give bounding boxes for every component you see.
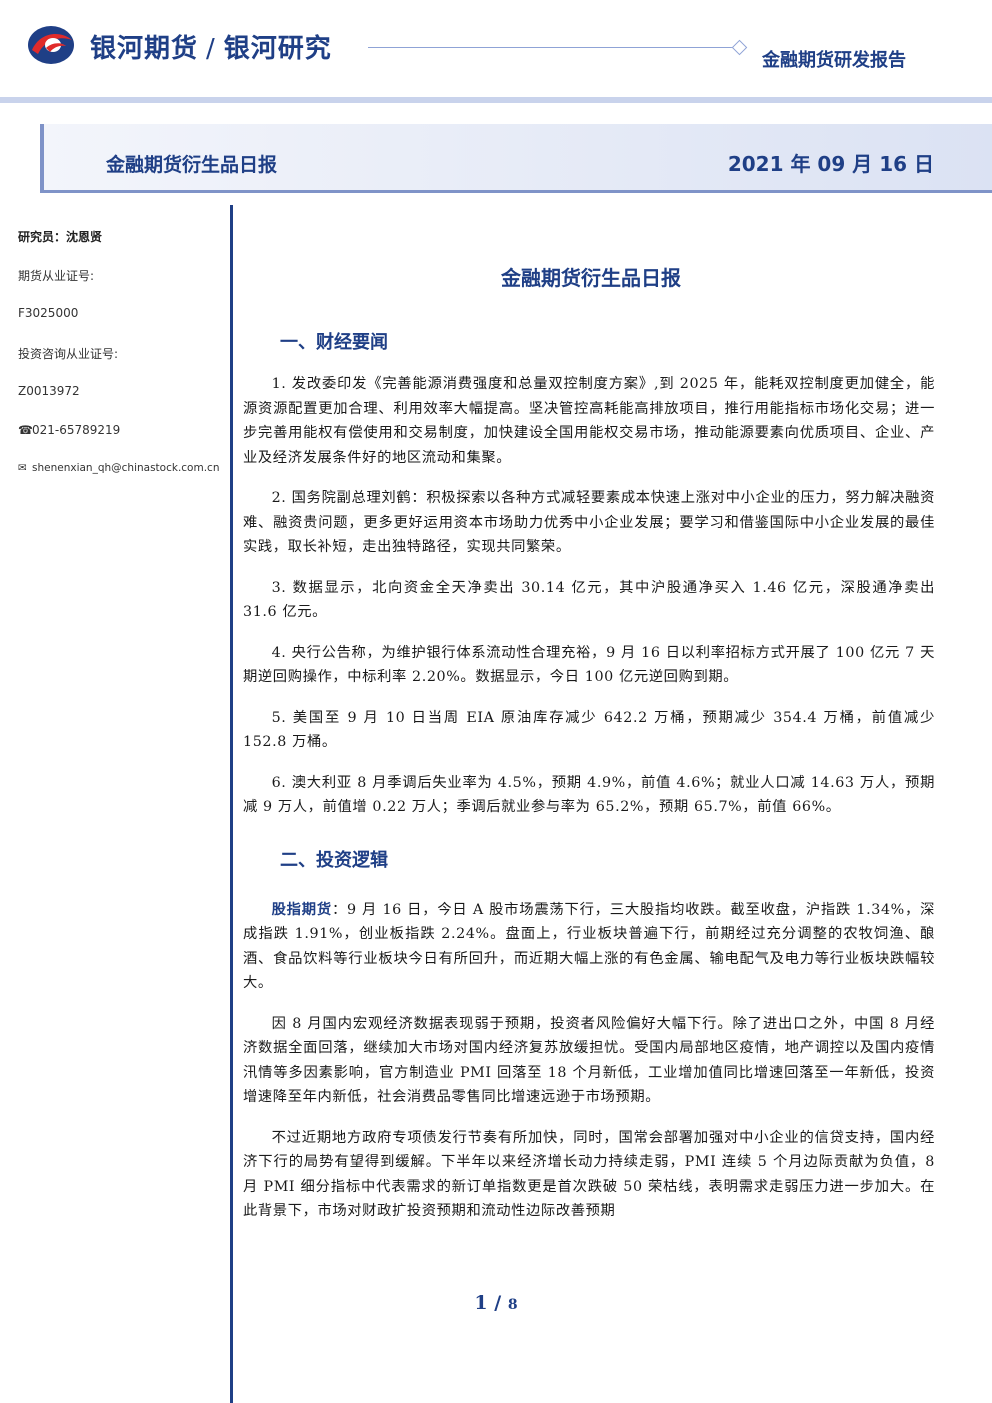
analyst-sidebar: 研究员：沈恩贤 期货从业证号: F3025000 投资咨询从业证号: Z0013…: [18, 228, 223, 501]
header-band: [0, 97, 992, 103]
report-body: 金融期货衍生品日报 一、财经要闻 1. 发改委印发《完善能源消费强度和总量双控制…: [243, 262, 935, 1224]
header-divider-line: [368, 47, 736, 48]
logic-paragraph: 股指期货：9 月 16 日，今日 A 股市场震荡下行，三大股指均收跌。截至收盘，…: [243, 898, 935, 996]
brand-right: 银河研究: [223, 34, 332, 64]
report-title: 金融期货衍生品日报: [106, 154, 278, 176]
brand-left: 银河期货: [90, 34, 199, 64]
page-header: 银河期货/银河研究 金融期货研发报告: [0, 0, 992, 100]
mail-icon: ✉: [18, 462, 27, 474]
news-item: 1. 发改委印发《完善能源消费强度和总量双控制度方案》,到 2025 年，能耗双…: [243, 376, 935, 466]
logic-paragraph: 因 8 月国内宏观经济数据表现弱于预期，投资者风险偏好大幅下行。除了进出口之外，…: [243, 1015, 935, 1106]
logic-text: ：9 月 16 日，今日 A 股市场震荡下行，三大股指均收跌。截至收盘，沪指跌 …: [243, 901, 936, 992]
news-item: 3. 数据显示，北向资金全天净卖出 30.14 亿元，其中沪股通净买入 1.46…: [243, 579, 935, 621]
researcher-name: 研究员：沈恩贤: [18, 230, 103, 244]
news-item: 5. 美国至 9 月 10 日当周 EIA 原油库存减少 642.2 万桶，预期…: [243, 709, 935, 751]
news-item: 4. 央行公告称，为维护银行体系流动性合理充裕，9 月 16 日以利率招标方式开…: [243, 644, 935, 686]
document-title: 金融期货衍生品日报: [501, 266, 681, 290]
section-heading-news: 一、财经要闻: [280, 332, 388, 353]
section-heading-logic: 二、投资逻辑: [280, 849, 388, 871]
consult-license-number: Z0013972: [18, 384, 80, 398]
phone-row: ☎021-65789219: [18, 423, 223, 462]
page-number: 1 / 8: [474, 1292, 518, 1314]
report-type: 金融期货研发报告: [762, 50, 906, 71]
brand-slash: /: [206, 34, 216, 64]
page-total: 8: [507, 1297, 518, 1313]
page-current: 1: [474, 1292, 488, 1314]
email-address[interactable]: shenenxian_qh@chinastock.com.cn: [32, 462, 220, 474]
license-label: 期货从业证号:: [18, 269, 95, 283]
diamond-icon: [731, 39, 748, 56]
logic-lead: 股指期货: [271, 901, 332, 918]
news-item: 2. 国务院副总理刘鹤：积极探索以各种方式减轻要素成本快速上涨对中小企业的压力，…: [243, 490, 935, 555]
news-item: 6. 澳大利亚 8 月季调后失业率为 4.5%，预期 4.9%，前值 4.6%；…: [243, 774, 935, 816]
brand-name: 银河期货/银河研究: [90, 28, 332, 65]
report-date: 2021 年 09 月 16 日: [727, 152, 934, 176]
logic-paragraph: 不过近期地方政府专项债发行节奏有所加快，同时，国常会部署加强对中小企业的信贷支持…: [243, 1129, 935, 1220]
license-number: F3025000: [18, 306, 79, 320]
galaxy-logo-icon: [28, 26, 74, 64]
title-bar: 金融期货衍生品日报 2021 年 09 月 16 日: [40, 124, 992, 190]
sidebar-divider: [230, 205, 233, 1403]
email-row[interactable]: ✉ shenenxian_qh@chinastock.com.cn: [18, 462, 223, 501]
phone-icon: ☎: [18, 423, 33, 437]
phone-number: 021-65789219: [32, 423, 121, 437]
consult-license-label: 投资咨询从业证号:: [18, 347, 119, 361]
title-bar-underline: [40, 190, 992, 193]
